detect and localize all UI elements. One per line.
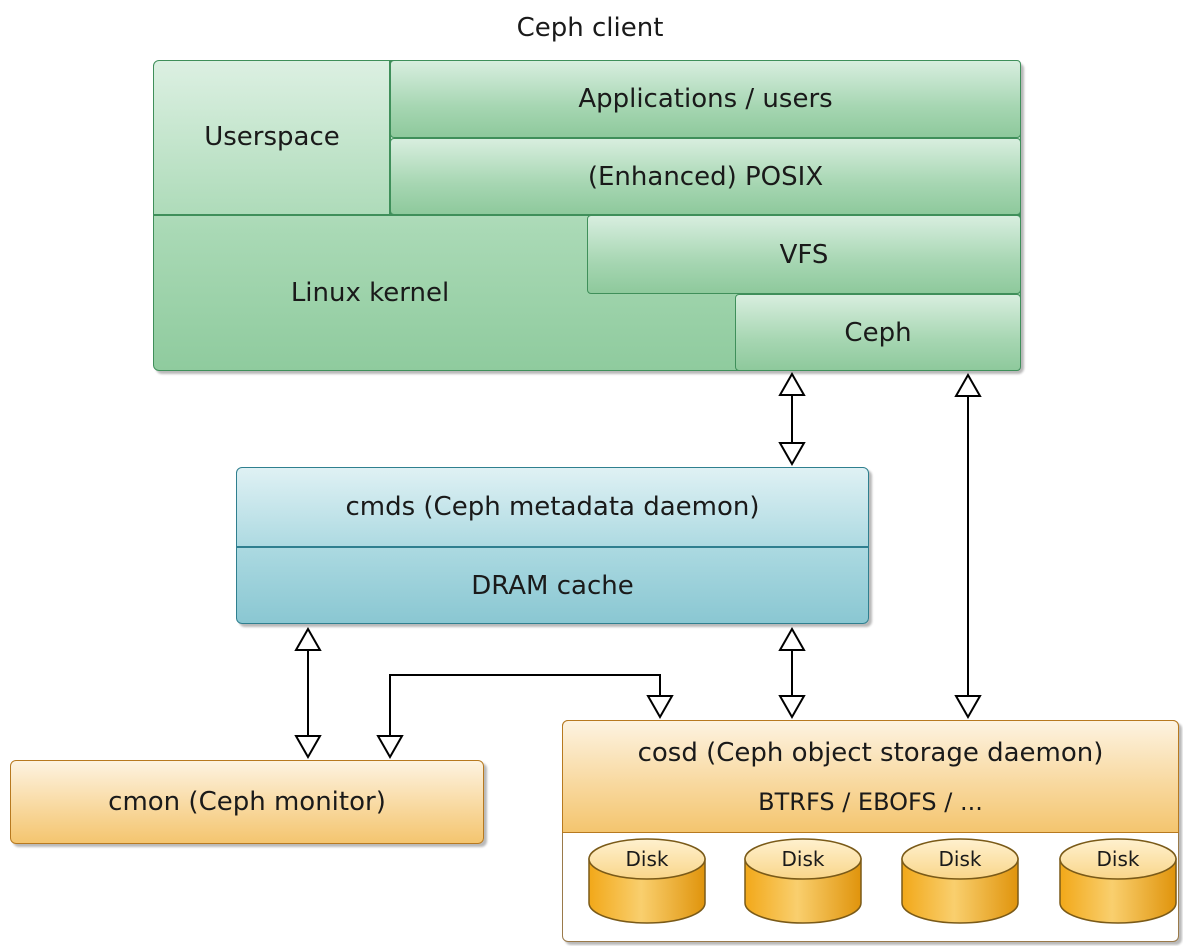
cosd-header [562,720,1179,833]
disk-icon [744,838,862,924]
userspace-label: Userspace [204,122,340,152]
vfs-layer: VFS [587,215,1021,294]
disk-label: Disk [625,847,669,871]
disk-icon [588,838,706,924]
applications-layer: Applications / users [390,60,1021,138]
client-mds-arrow [778,371,806,467]
disk-icons [588,838,1177,924]
posix-layer: (Enhanced) POSIX [390,138,1021,215]
disk-label: Disk [938,847,982,871]
metadata-daemon-block [236,467,869,624]
ceph-client-module: Ceph [735,294,1021,371]
cosd-label: cosd (Ceph object storage daemon) [637,738,1104,768]
diagram-title: Ceph client [516,13,664,43]
mds-osd-arrow [778,626,806,720]
mds-monitor-arrow [294,626,322,760]
disk-icon [901,838,1019,924]
disk-label: Disk [781,847,825,871]
client-osd-arrow [954,372,982,720]
cmds-label: cmds (Ceph metadata daemon) [345,492,760,522]
linux-kernel-label: Linux kernel [290,277,450,308]
userspace-divider [389,60,391,215]
dram-cache-label: DRAM cache [471,571,634,601]
disk-icon [1059,838,1177,924]
mds-divider [236,546,869,548]
filesystem-label: BTRFS / EBOFS / ... [758,788,983,816]
ceph-monitor-block: cmon (Ceph monitor) [10,760,484,844]
disk-label: Disk [1096,847,1140,871]
